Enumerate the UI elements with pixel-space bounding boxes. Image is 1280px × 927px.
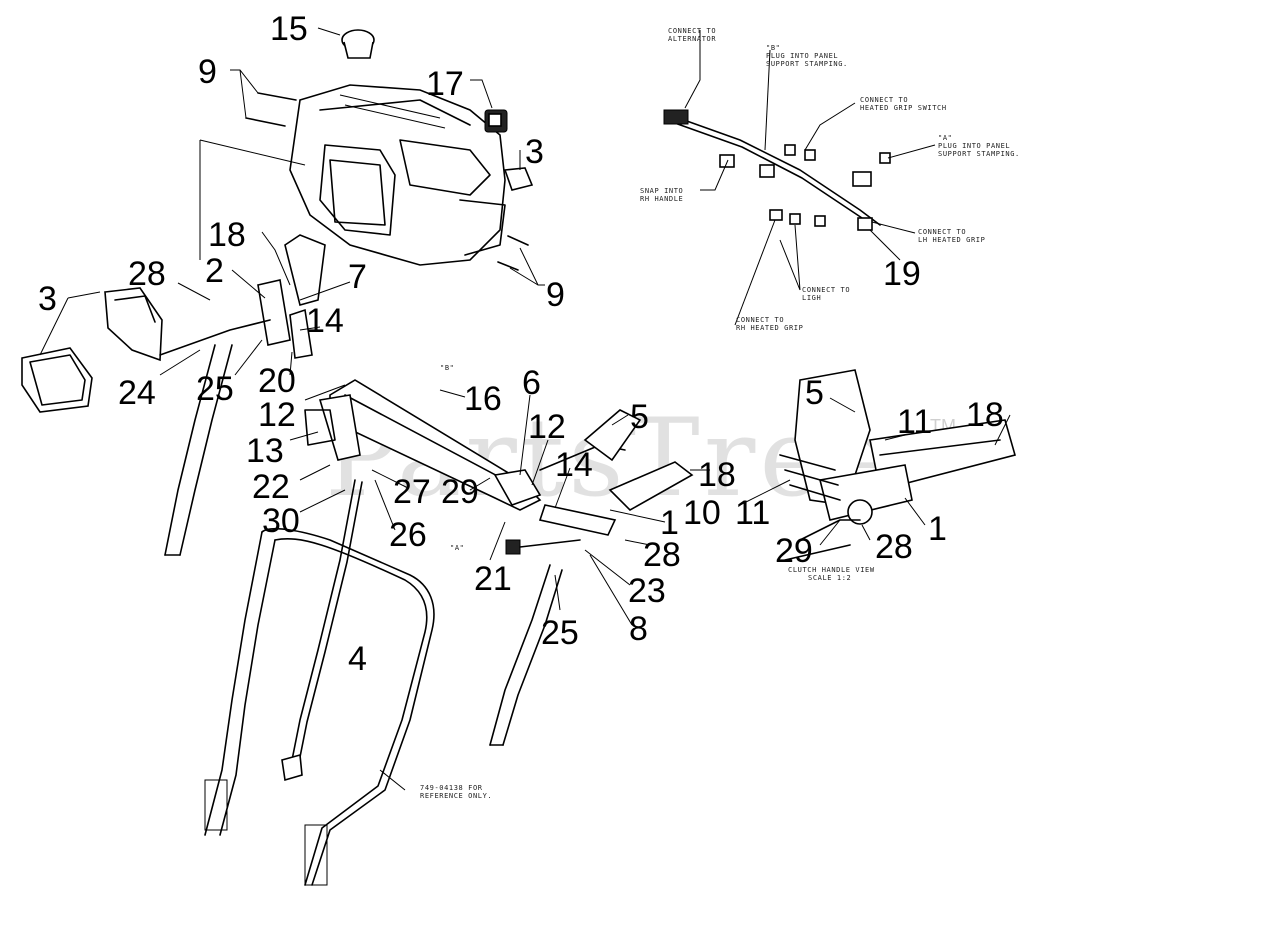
- note-light-1: CONNECT TO: [802, 286, 850, 294]
- callout-15: 15: [270, 10, 308, 48]
- right-grips: [505, 409, 694, 555]
- note-plug-b-1: "B": [766, 44, 780, 52]
- callout-28: 28: [875, 528, 913, 566]
- note-plug-b-2: PLUG INTO PANEL: [766, 52, 838, 60]
- note-light-2: LIGH: [802, 294, 821, 302]
- note-rh-grip-2: RH HEATED GRIP: [736, 324, 803, 332]
- callout-23: 23: [628, 572, 666, 610]
- callout-28: 28: [643, 536, 681, 574]
- handle-tube-left: [164, 344, 233, 556]
- handle-bracket-left: [159, 234, 326, 359]
- callout-1: 1: [928, 510, 947, 548]
- note-heated-switch-2: HEATED GRIP SWITCH: [860, 104, 947, 112]
- note-snap-rh-1: SNAP INTO: [640, 187, 683, 195]
- callout-8: 8: [629, 610, 648, 648]
- note-alternator-1: CONNECT TO: [668, 27, 716, 35]
- clutch-handle-view: [779, 369, 1016, 561]
- note-reference-1: 749-04138 FOR: [420, 784, 483, 792]
- callout-3: 3: [38, 280, 57, 318]
- callout-11: 11: [735, 494, 770, 532]
- callout-9: 9: [198, 53, 217, 91]
- callout-29: 29: [441, 473, 479, 511]
- headlight-knob: [341, 29, 375, 59]
- callout-26: 26: [389, 516, 427, 554]
- callout-17: 17: [426, 65, 464, 103]
- callout-13: 13: [246, 432, 284, 470]
- note-snap-rh-2: RH HANDLE: [640, 195, 683, 203]
- callout-25: 25: [196, 370, 234, 408]
- callout-2: 2: [205, 252, 224, 290]
- note-heated-switch-1: CONNECT TO: [860, 96, 908, 104]
- note-rh-grip-1: CONNECT TO: [736, 316, 784, 324]
- panel-support: [304, 379, 542, 511]
- note-label-a: "A": [450, 544, 464, 552]
- callout-11: 11: [897, 403, 932, 441]
- callout-3: 3: [525, 133, 544, 171]
- note-alternator-2: ALTERNATOR: [668, 35, 716, 43]
- callout-9: 9: [546, 276, 565, 314]
- leader-lines: [39, 27, 1011, 791]
- headlight: [21, 287, 163, 413]
- note-clutch-view-2: SCALE 1:2: [808, 574, 851, 582]
- callout-12: 12: [528, 408, 566, 446]
- callout-16: 16: [464, 380, 502, 418]
- note-plug-b-3: SUPPORT STAMPING.: [766, 60, 848, 68]
- shift-rod: [281, 479, 363, 782]
- callout-19: 19: [883, 255, 921, 293]
- callout-29: 29: [775, 532, 813, 570]
- upper-handle-tube: [204, 527, 435, 886]
- note-plug-a-1: "A": [938, 134, 952, 142]
- callout-21: 21: [474, 560, 512, 598]
- callout-5: 5: [630, 398, 649, 436]
- callout-22: 22: [252, 468, 290, 506]
- callout-20: 20: [258, 362, 296, 400]
- callout-labels: 15 9 17 3 9 18 28 2 3 7 14 24 25 20 12 1…: [38, 10, 1004, 678]
- callout-7: 7: [348, 258, 367, 296]
- note-reference-2: REFERENCE ONLY.: [420, 792, 492, 800]
- note-plug-a-3: SUPPORT STAMPING.: [938, 150, 1020, 158]
- diagram-notes: CONNECT TO ALTERNATOR "B" PLUG INTO PANE…: [420, 27, 1020, 800]
- connector-3-top: [503, 167, 534, 191]
- note-lh-grip-1: CONNECT TO: [918, 228, 966, 236]
- callout-12: 12: [258, 396, 296, 434]
- panel-screws: [245, 92, 529, 271]
- callout-1: 1: [660, 504, 679, 542]
- callout-6: 6: [522, 364, 541, 402]
- heated-grip-switch: [484, 109, 508, 133]
- note-plug-a-2: PLUG INTO PANEL: [938, 142, 1010, 150]
- callout-18: 18: [698, 456, 736, 494]
- callout-18: 18: [966, 396, 1004, 434]
- callout-4: 4: [348, 640, 367, 678]
- note-lh-grip-2: LH HEATED GRIP: [918, 236, 985, 244]
- callout-28: 28: [128, 255, 166, 293]
- wire-harness: [663, 109, 891, 231]
- callout-14: 14: [555, 446, 593, 484]
- callout-14: 14: [306, 302, 344, 340]
- note-label-b: "B": [440, 364, 454, 372]
- callout-18: 18: [208, 216, 246, 254]
- callout-5: 5: [805, 374, 824, 412]
- callout-30: 30: [262, 502, 300, 540]
- callout-24: 24: [118, 374, 156, 412]
- callout-10: 10: [683, 494, 721, 532]
- dash-panel: [289, 84, 506, 266]
- note-clutch-view-1: CLUTCH HANDLE VIEW: [788, 566, 875, 574]
- callout-25: 25: [541, 614, 579, 652]
- callout-27: 27: [393, 473, 431, 511]
